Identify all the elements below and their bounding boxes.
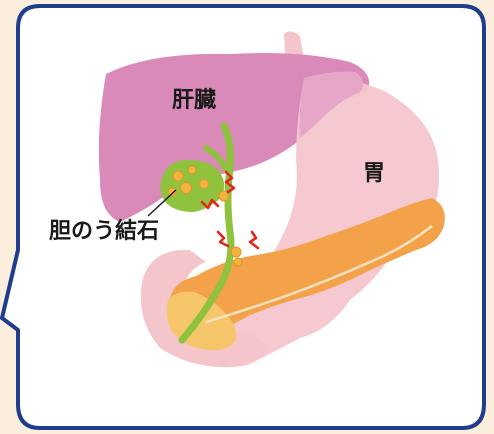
gallstone — [200, 180, 209, 189]
gallstones-label: 胆のう結石 — [49, 218, 159, 244]
stomach-label: 胃 — [363, 161, 385, 186]
gallstone — [188, 166, 196, 174]
gallstone — [181, 183, 192, 194]
gallstone — [173, 171, 183, 181]
gallstone — [234, 258, 242, 266]
liver-label: 肝臓 — [172, 88, 216, 113]
gallstone — [231, 247, 241, 257]
